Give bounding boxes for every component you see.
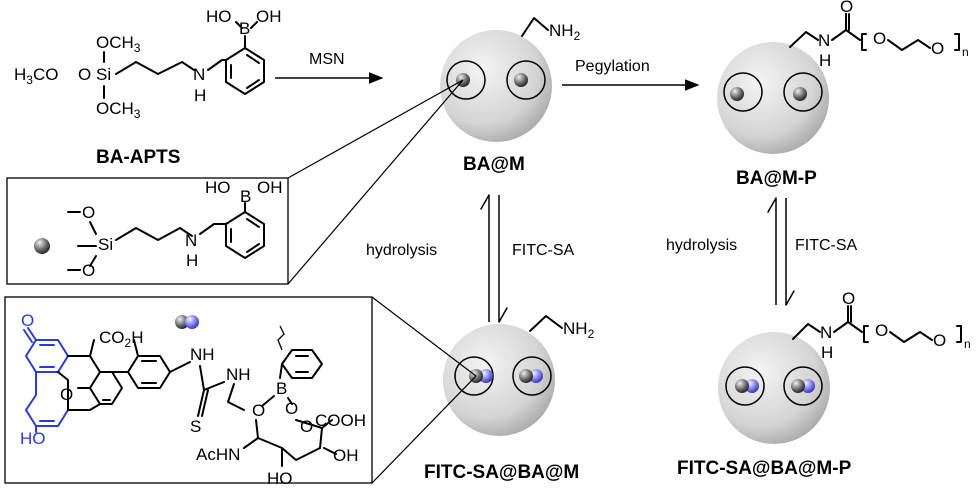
atom-h3co: H3CO — [14, 65, 58, 87]
atom-subscript-n-fitcp: n — [964, 337, 971, 351]
atom-o-peg1-fitcp: O — [875, 321, 888, 340]
atom-oh-sialic: OH — [333, 446, 359, 465]
atom-si-inset: Si — [98, 235, 113, 254]
inset-fitc-sa — [4, 296, 373, 484]
connector-bottom — [287, 79, 464, 285]
atom-nh2-bam: NH2 — [549, 21, 581, 43]
connector-fitc-top — [371, 296, 477, 377]
atom-o-peg1-bamp: O — [873, 29, 886, 48]
atom-h-fitcp: H — [821, 343, 833, 362]
atom-o-peg2-fitcp: O — [933, 331, 946, 350]
atom-nh2-fitc: NH2 — [563, 319, 595, 341]
equilibrium-left — [480, 194, 508, 323]
atom-o1-inset: O — [82, 203, 95, 222]
step-hydrolysis-left: hydrolysis — [366, 242, 437, 259]
atom-ho-apts: HO — [206, 7, 232, 26]
equilibrium-right — [767, 197, 795, 306]
sphere-fitc-sa-ba-m: NH2 — [443, 315, 595, 436]
step-hydrolysis-right: hydrolysis — [666, 237, 737, 254]
atom-o-left: O — [78, 65, 91, 84]
atom-co2h: CO2H — [99, 328, 143, 350]
ba-apts-structure: OCH3 H3CO O Si OCH3 N H B HO OH — [14, 7, 282, 121]
atom-b-boronate: B — [276, 379, 287, 398]
label-ba-apts: BA-APTS — [96, 147, 180, 168]
label-fitc-sa-ba-m-p: FITC-SA@BA@M-P — [677, 458, 852, 479]
atom-n-fitcp: N — [820, 323, 832, 342]
atom-b-apts: B — [239, 19, 250, 38]
atom-n-bamp: N — [818, 31, 830, 50]
atom-si: Si — [96, 65, 111, 84]
atom-nh-linker: NH — [226, 365, 251, 384]
label-ba-m-p: BA@M-P — [736, 168, 817, 189]
atom-cooh: COOH — [315, 411, 366, 430]
legend-blue-bead — [185, 315, 199, 329]
atom-h: H — [194, 86, 206, 105]
sphere-fitc-sa-ba-m-p: N H O O O n — [718, 289, 971, 444]
atom-nh-thiourea: NH — [190, 345, 215, 364]
atom-o-carbonyl-fitcp: O — [842, 289, 855, 308]
atom-b-inset: B — [240, 187, 251, 206]
connector-top — [287, 79, 464, 179]
atom-o2-inset: O — [82, 261, 95, 280]
atom-h-inset: H — [186, 251, 198, 270]
atom-oh-inset: OH — [257, 178, 283, 197]
label-fitc-sa-ba-m: FITC-SA@BA@M — [424, 462, 579, 483]
step-fitc-sa-right: FITC-SA — [795, 237, 858, 254]
atom-o-peg2-bamp: O — [931, 39, 944, 58]
connector-fitc-bottom — [371, 375, 477, 484]
sphere-ba-m: NH2 — [440, 17, 581, 142]
sphere-ba-m-p: N H O O O n — [717, 0, 969, 154]
atom-n: N — [193, 65, 205, 84]
inset-boronic — [6, 177, 289, 285]
inset-boronic-structure: O Si O N H B HO OH — [34, 178, 283, 280]
atom-o-carbonyl-bamp: O — [840, 0, 853, 16]
atom-achn: AcHN — [196, 445, 240, 464]
atom-och3-top: OCH3 — [96, 33, 141, 55]
inset-fitc-sa-structure: O HO O CO2H NH S NH O B O — [20, 311, 366, 488]
atom-o-boronate2: O — [285, 399, 298, 418]
step-msn: MSN — [309, 51, 345, 68]
atom-ho-fluorescein: HO — [20, 429, 46, 448]
atom-oh-apts: OH — [256, 7, 282, 26]
atom-ho-inset: HO — [205, 178, 231, 197]
atom-ho-sialic: HO — [267, 469, 293, 488]
atom-och3-bottom: OCH3 — [96, 99, 141, 121]
label-ba-m: BA@M — [463, 154, 525, 175]
step-fitc-sa-left: FITC-SA — [512, 242, 575, 259]
atom-h-bamp: H — [819, 51, 831, 70]
atom-o-keto: O — [21, 311, 34, 330]
atom-s: S — [190, 417, 201, 436]
atom-o-ring: O — [300, 417, 313, 436]
gray-bead — [34, 238, 50, 254]
legend-gray-bead — [175, 315, 189, 329]
atom-o-xanthene: O — [60, 385, 73, 404]
atom-n-inset: N — [185, 231, 197, 250]
atom-subscript-n-bamp: n — [962, 45, 969, 59]
step-pegylation: Pegylation — [575, 58, 650, 75]
